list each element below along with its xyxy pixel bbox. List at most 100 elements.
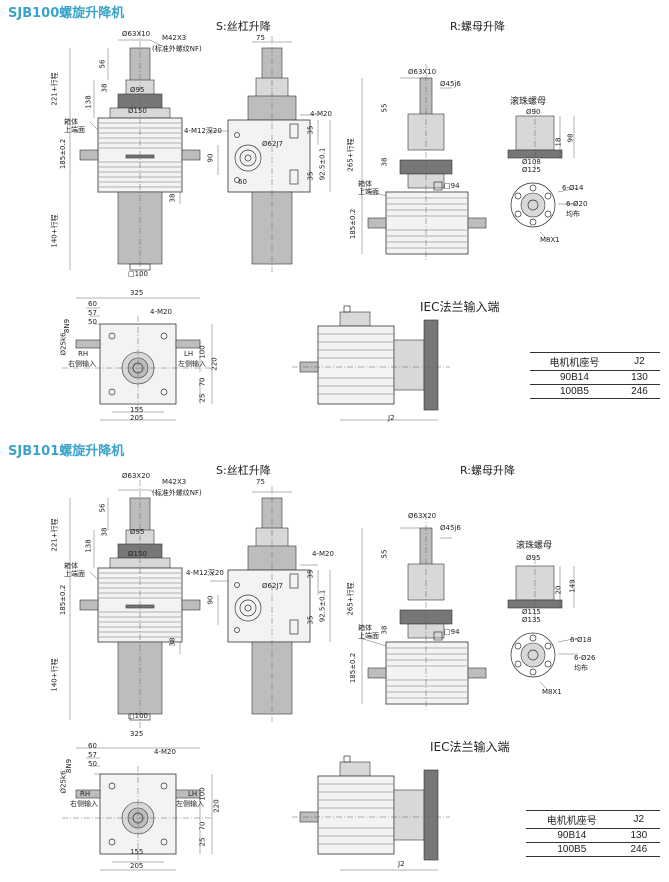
dim-75: 75 [256, 478, 265, 486]
dim-r-185: 185±0.2 [349, 208, 358, 240]
dim-fl-holes1: 6-Ø14 [562, 184, 584, 192]
dim-thread: M42X3 [162, 34, 187, 42]
dim-56: 56 [98, 59, 107, 69]
dim-m20: 4-M20 [312, 550, 334, 558]
dim-35a: 35 [306, 125, 315, 135]
dim-bn-top: Ø90 [526, 108, 541, 116]
dim-stroke-top: 221+行程 [50, 518, 59, 552]
dim-b-205: 205 [130, 862, 144, 870]
dim-b-325: 325 [130, 289, 144, 297]
section-sjb100: SJB100螺旋升降机 S:丝杠升降 R:螺母升降 滚珠螺母 IEC法兰输入端 … [8, 6, 660, 422]
dim-m12: 4-M12深20 [186, 569, 224, 577]
iec-label: IEC法兰输入端 [420, 300, 500, 314]
dim-r-sq94: □94 [444, 182, 460, 190]
dim-r-shaft: Ø63X10 [408, 68, 437, 76]
dim-r-shaft: Ø63X20 [408, 512, 437, 520]
dim-fl-even: 均布 [566, 210, 580, 218]
table-cell: 246 [618, 384, 660, 399]
dim-dia62: Ø62J7 [262, 582, 283, 590]
dim-b-50: 50 [88, 318, 97, 326]
r-label: R:螺母升降 [460, 464, 516, 477]
section-sjb101: SJB101螺旋升降机 S:丝杠升降 R:螺母升降 滚珠螺母 IEC法兰输入端 … [0, 444, 669, 882]
dim-b-key: 8N9 [65, 758, 74, 774]
dim-b-57: 57 [88, 309, 97, 317]
dim-bn-bot: Ø125 [522, 166, 541, 174]
dim-38a: 38 [100, 83, 109, 93]
dim-138: 138 [84, 539, 93, 553]
dim-bn-bot: Ø135 [522, 616, 541, 624]
dim-b-shaft: Ø25k6 [59, 332, 68, 356]
r-housing-top: 箱体 上端面 [358, 180, 379, 196]
dim-sq100: □100 [128, 270, 148, 278]
table-cell: 90B14 [526, 828, 618, 843]
dim-sq100: □100 [128, 712, 148, 720]
dim-thread: M42X3 [162, 478, 187, 486]
dim-b-m20: 4-M20 [154, 748, 176, 756]
dim-35b: 35 [306, 615, 315, 625]
dim-r-55: 55 [380, 103, 389, 113]
table-header: J2 [617, 810, 660, 829]
dim-top-shaft: Ø63X20 [122, 472, 151, 480]
dim-b-70: 70 [198, 377, 207, 387]
dim-185: 185±0.2 [59, 138, 68, 170]
dim-m12: 4-M12深20 [184, 127, 222, 135]
dim-stroke-top: 221+行程 [50, 72, 59, 106]
dim-b-rh: RH [78, 350, 89, 358]
dim-35a: 35 [306, 569, 315, 579]
dim-b-lh-cn: 左侧输入 [178, 360, 206, 368]
dim-r-stroke: 265+行程 [346, 138, 355, 172]
table-cell: 100B5 [526, 842, 618, 857]
dim-bn-mid: Ø108 [522, 158, 541, 166]
dim-b-60: 60 [88, 300, 97, 308]
dim-thread-note: (标准外螺纹NF) [152, 489, 202, 497]
housing-top: 箱体 上端面 [64, 562, 85, 578]
dim-fl-even: 均布 [574, 664, 588, 672]
dim-r-185: 185±0.2 [349, 652, 358, 684]
table-cell: 100B5 [530, 384, 619, 399]
dim-bn-mid: Ø115 [522, 608, 541, 616]
dim-56: 56 [98, 503, 107, 513]
dim-b-220: 220 [210, 357, 219, 371]
dim-35b: 35 [306, 171, 315, 181]
dim-b-155: 155 [130, 406, 144, 414]
dim-b-rh-cn: 右侧输入 [68, 360, 96, 368]
dim-92: 92.5±0.1 [318, 147, 327, 181]
dim-fl-holes2: 6-Ø26 [574, 654, 596, 662]
dim-bn-18: 20 [554, 585, 563, 595]
dim-stroke-bottom: 140+行程 [50, 658, 59, 692]
ballnut-label: 滚珠螺母 [516, 541, 553, 551]
table-cell: 130 [617, 828, 660, 843]
dim-b-220: 220 [212, 799, 221, 813]
dim-m20: 4-M20 [310, 110, 332, 118]
ballnut-label: 滚珠螺母 [510, 97, 547, 107]
dim-b-25: 25 [198, 837, 207, 847]
dim-bn-18: 18 [554, 137, 563, 147]
dim-38b: 38 [168, 637, 177, 647]
dim-bn-98: 98 [566, 133, 575, 143]
dim-b-57: 57 [88, 751, 97, 759]
dim-r-sq94: □94 [444, 628, 460, 636]
dim-38b: 38 [168, 193, 177, 203]
dim-bn-98: 149 [568, 579, 577, 593]
dim-b-rh-cn: 右侧输入 [70, 800, 98, 808]
dim-fl-holes2: 6-Ø20 [566, 200, 588, 208]
dim-r-38: 38 [380, 157, 389, 167]
dim-b-shaft: Ø25k6 [59, 770, 68, 794]
dim-b-325: 325 [130, 730, 144, 738]
dim-b-lh: LH [184, 350, 194, 358]
dim-138: 138 [84, 95, 93, 109]
dim-r-dia45: Ø45j6 [440, 524, 461, 532]
r-housing-top: 箱体 上端面 [358, 624, 379, 640]
dim-b-lh-cn: 左侧输入 [176, 800, 204, 808]
dim-dia95: Ø95 [130, 528, 145, 536]
s-label: S:丝杠升降 [216, 464, 271, 477]
dim-r-38: 38 [380, 625, 389, 635]
table-cell: 90B14 [530, 370, 619, 385]
table-header: 电机机座号 [526, 810, 618, 829]
table-header: J2 [618, 352, 660, 371]
